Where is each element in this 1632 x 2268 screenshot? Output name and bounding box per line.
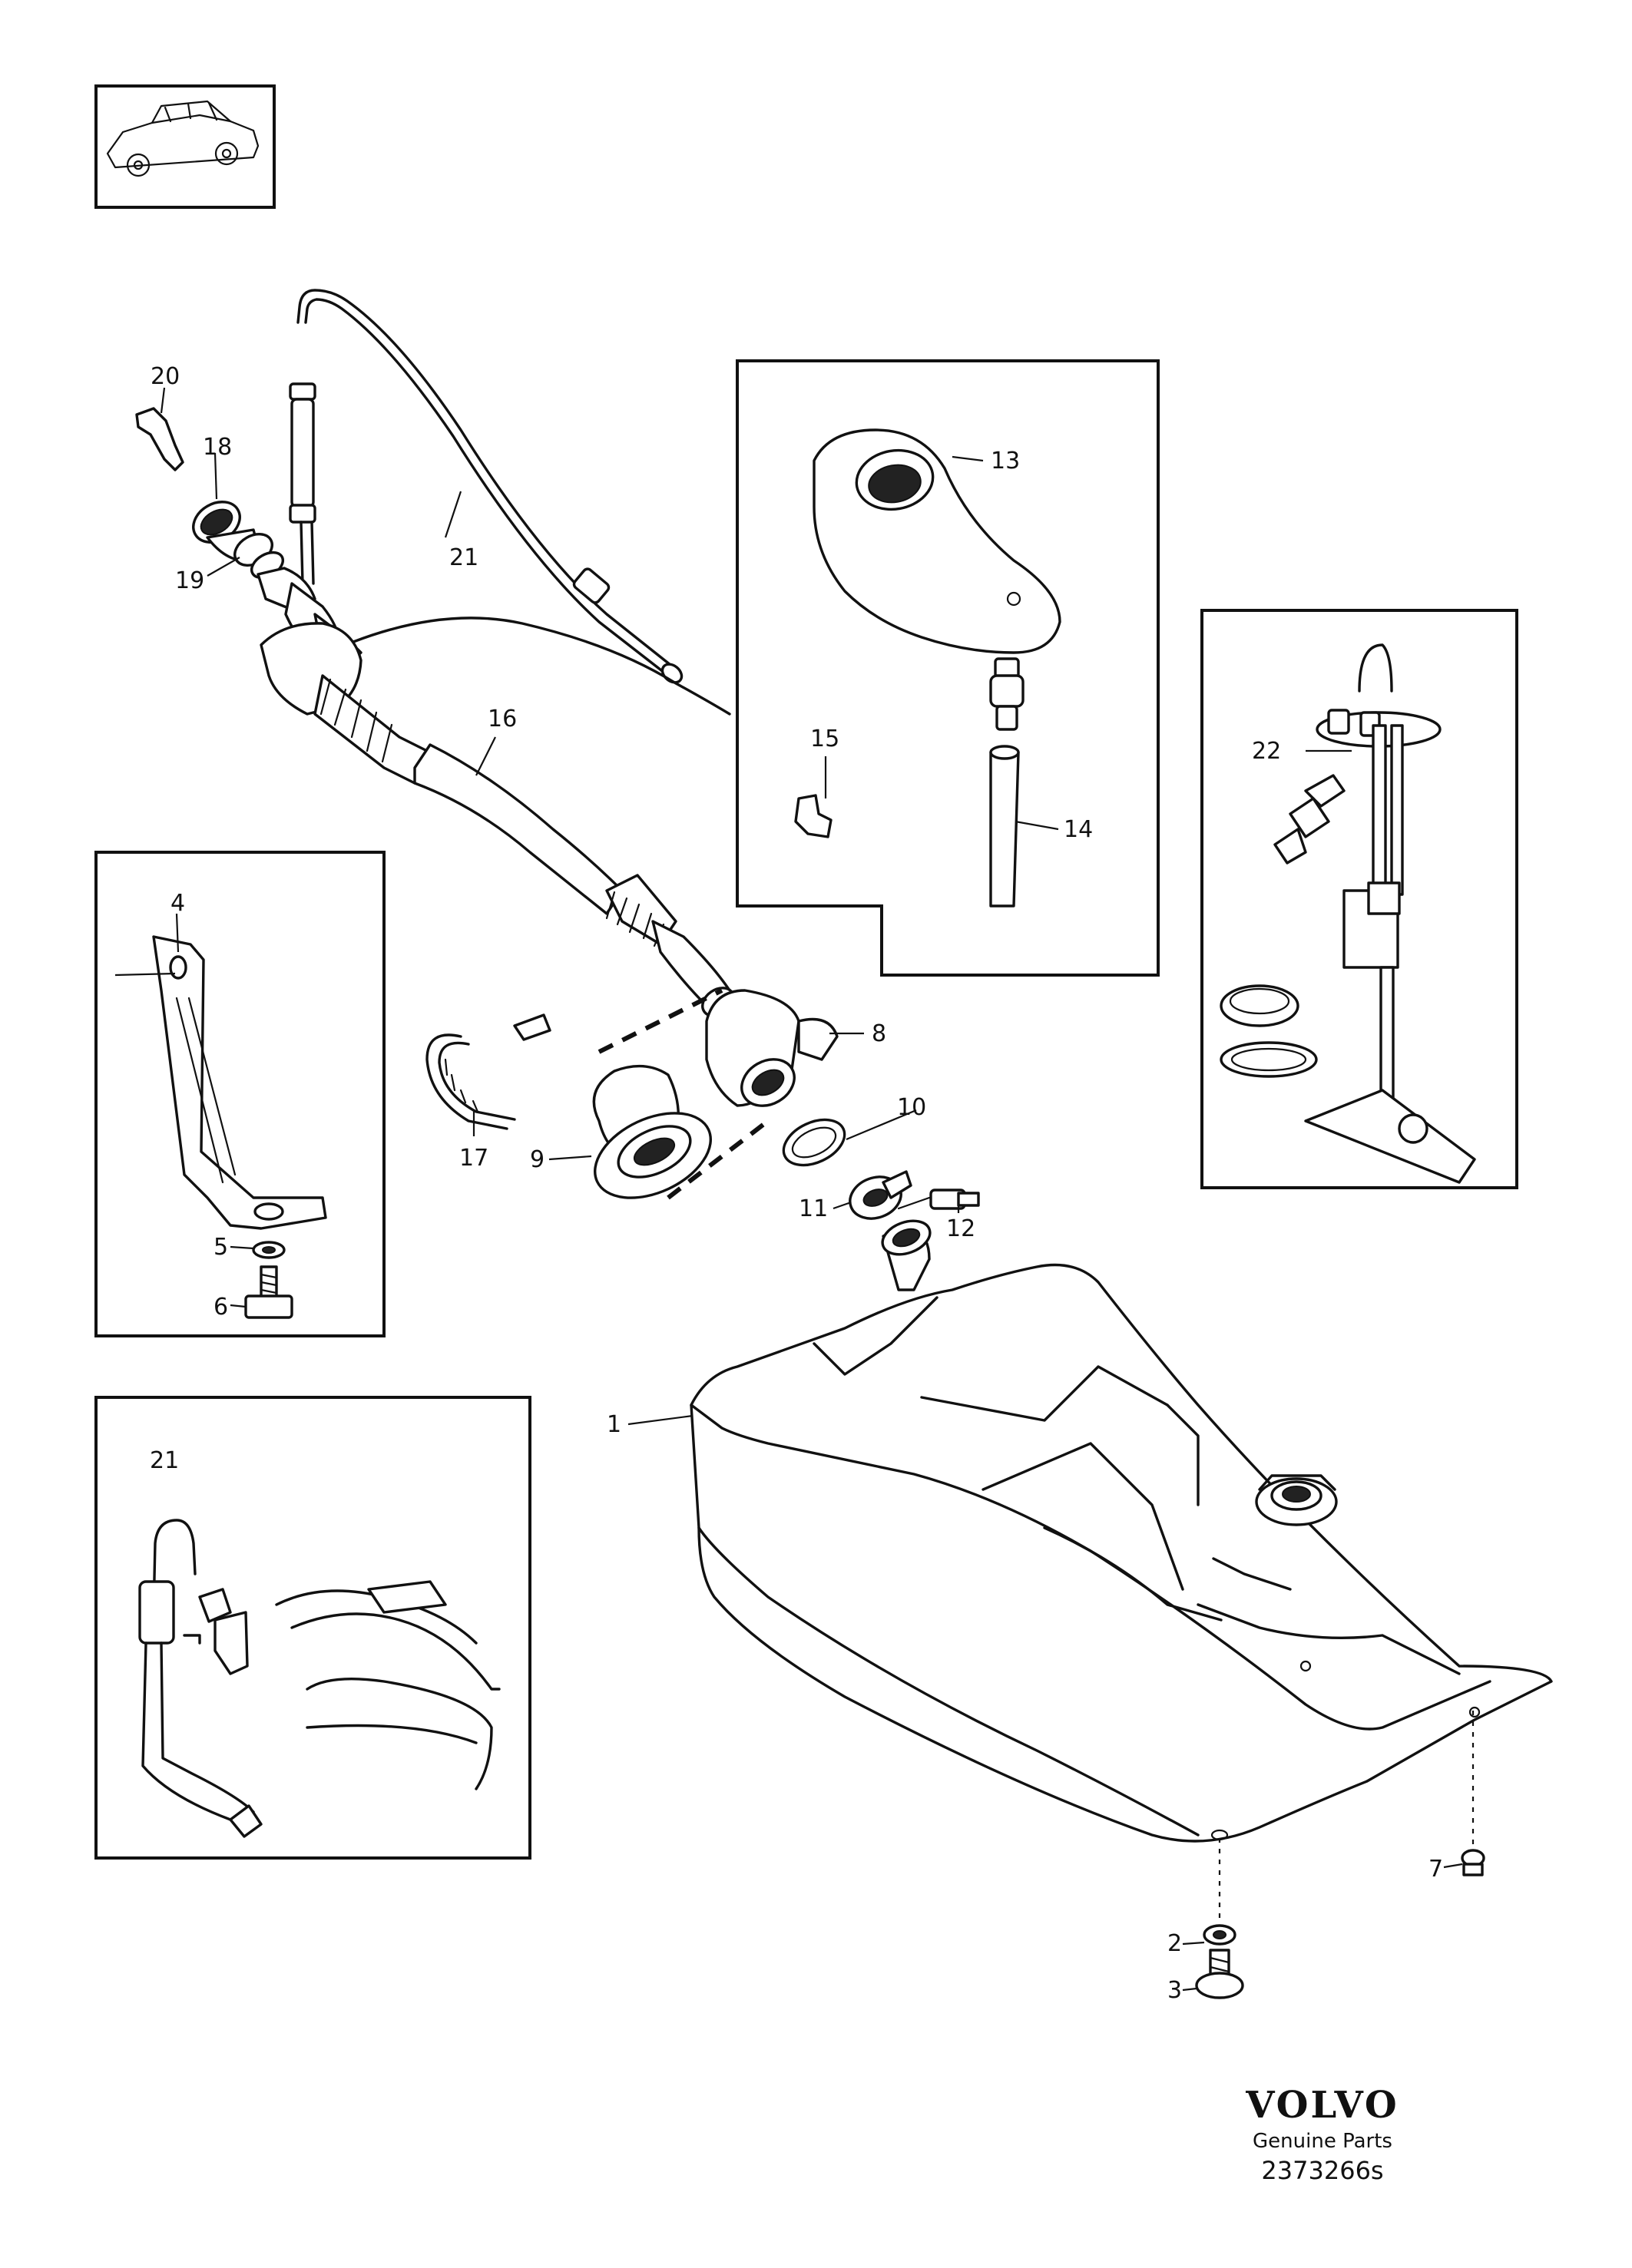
- callout-12: 12: [946, 1215, 975, 1242]
- callout-17: 17: [459, 1145, 488, 1172]
- vehicle-thumbnail: [94, 84, 276, 209]
- fuel-tank: [690, 1219, 1553, 1843]
- inset-hose-routing: [94, 1396, 531, 1860]
- tank-fasteners: [1195, 1711, 1485, 1999]
- neck-connection-parts: [425, 988, 980, 1220]
- callout-4: 4: [170, 890, 185, 917]
- callout-18: 18: [203, 434, 232, 461]
- callout-19: 19: [175, 567, 204, 594]
- inset-bracket: [94, 851, 386, 1337]
- callout-14: 14: [1064, 816, 1093, 843]
- callout-20: 20: [151, 363, 180, 390]
- callout-15: 15: [810, 726, 839, 752]
- brand-block: VOLVO Genuine Parts 2373266s: [1245, 2084, 1399, 2185]
- callout-9: 9: [530, 1146, 545, 1173]
- callout-13: 13: [991, 448, 1020, 474]
- inset-fuel-sender: [1200, 609, 1518, 1189]
- brand-name: VOLVO: [1245, 2084, 1399, 2127]
- callout-7: 7: [1428, 1856, 1443, 1883]
- leader-lines: [114, 387, 1463, 1992]
- callout-2: 2: [1167, 1930, 1182, 1957]
- callout-21-inset: 21: [150, 1447, 179, 1474]
- filler-hose: [260, 617, 735, 1017]
- callout-22: 22: [1252, 738, 1281, 765]
- callout-3: 3: [1167, 1977, 1182, 2004]
- callout-8: 8: [872, 1020, 886, 1047]
- callout-21-hose: 21: [449, 544, 478, 571]
- callout-11: 11: [799, 1195, 828, 1222]
- callout-16: 16: [488, 706, 517, 732]
- callouts: 1 2 3 4 5 6 7 8 9 10 11 12 13 14 15 16 1…: [150, 363, 1443, 2004]
- callout-5: 5: [214, 1234, 228, 1261]
- vent-hose: [289, 289, 684, 684]
- callout-1: 1: [607, 1411, 621, 1438]
- inset-filler-seal: [736, 359, 1160, 977]
- callout-10: 10: [897, 1094, 926, 1121]
- brand-subtitle: Genuine Parts: [1253, 2130, 1392, 2153]
- diagram-number: 2373266s: [1261, 2156, 1383, 2185]
- callout-6: 6: [214, 1294, 228, 1321]
